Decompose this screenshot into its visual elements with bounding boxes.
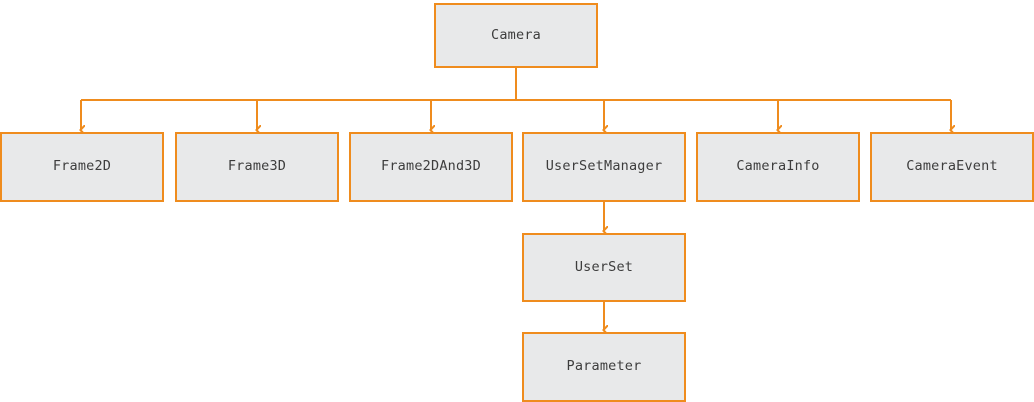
node-usersetmanager-label: UserSetManager: [545, 158, 663, 175]
node-userset-label: UserSet: [574, 258, 634, 275]
node-frame2d-label: Frame2D: [52, 158, 112, 175]
node-usersetmanager[interactable]: UserSetManager: [522, 132, 686, 202]
node-camera[interactable]: Camera: [434, 3, 598, 68]
node-cameraevent-label: CameraEvent: [906, 158, 998, 175]
node-frame3d-label: Frame3D: [227, 158, 287, 175]
node-camera-label: Camera: [491, 26, 541, 43]
node-camerainfo[interactable]: CameraInfo: [696, 132, 860, 202]
node-frame2dand3d-label: Frame2DAnd3D: [381, 158, 481, 175]
node-userset[interactable]: UserSet: [522, 233, 686, 302]
node-cameraevent[interactable]: CameraEvent: [870, 132, 1034, 202]
node-camerainfo-label: CameraInfo: [736, 158, 820, 175]
node-parameter-label: Parameter: [566, 358, 642, 375]
node-frame2dand3d[interactable]: Frame2DAnd3D: [349, 132, 513, 202]
node-parameter[interactable]: Parameter: [522, 332, 686, 402]
node-frame3d[interactable]: Frame3D: [175, 132, 339, 202]
node-frame2d[interactable]: Frame2D: [0, 132, 164, 202]
